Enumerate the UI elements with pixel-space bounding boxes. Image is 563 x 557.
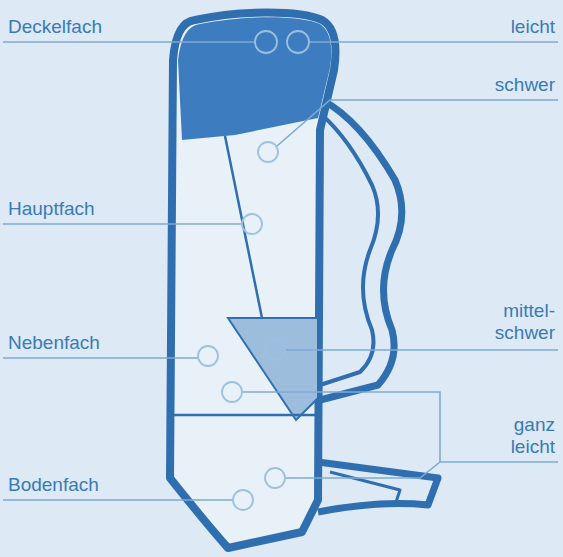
lid-compartment — [178, 17, 331, 140]
position-markers — [198, 31, 309, 510]
backpack-straps — [318, 100, 438, 512]
backpack-body — [170, 13, 336, 549]
compartment-dividers — [174, 136, 318, 415]
compartment-label: Deckelfach — [8, 16, 102, 38]
weight-label: ganz leicht — [495, 414, 555, 458]
compartment-label: Hauptfach — [8, 198, 95, 220]
medium-weight-zone — [228, 318, 318, 420]
weight-label: schwer — [495, 74, 555, 96]
weight-label: leicht — [511, 16, 555, 38]
leader-lines — [3, 42, 558, 500]
compartment-label: Nebenfach — [8, 332, 100, 354]
weight-label: mittel- schwer — [483, 300, 555, 344]
compartment-label: Bodenfach — [8, 474, 99, 496]
